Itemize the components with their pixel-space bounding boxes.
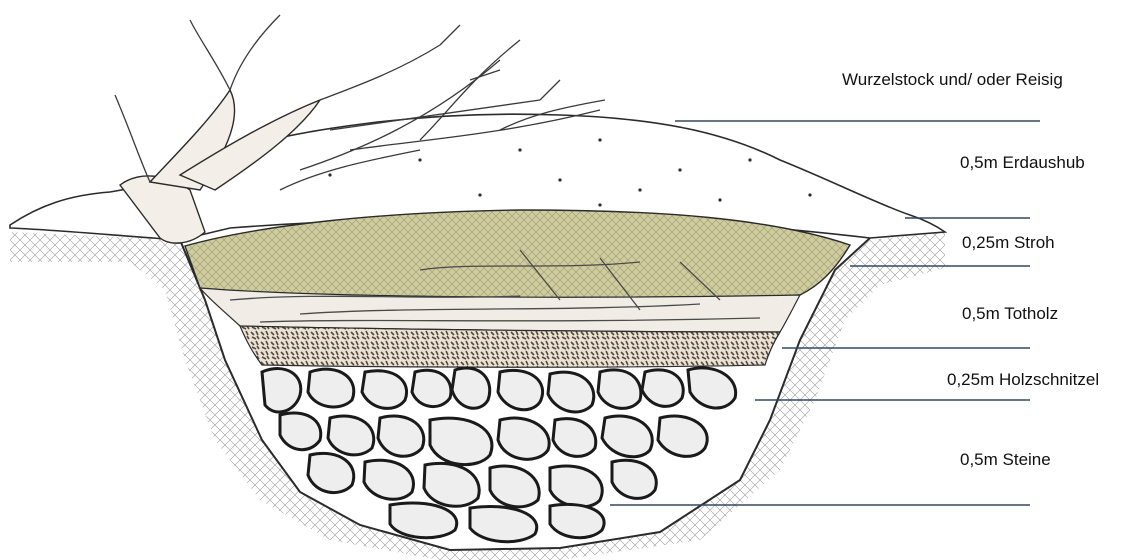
label-steine: 0,5m Steine xyxy=(960,450,1051,470)
label-erdaushub: 0,5m Erdaushub xyxy=(960,153,1085,173)
label-stroh: 0,25m Stroh xyxy=(962,233,1055,253)
wood-chips-layer xyxy=(240,326,780,367)
label-wurzelstock: Wurzelstock und/ oder Reisig xyxy=(842,70,1063,90)
label-totholz: 0,5m Totholz xyxy=(962,304,1058,324)
label-holzschnitzel: 0,25m Holzschnitzel xyxy=(947,370,1099,390)
